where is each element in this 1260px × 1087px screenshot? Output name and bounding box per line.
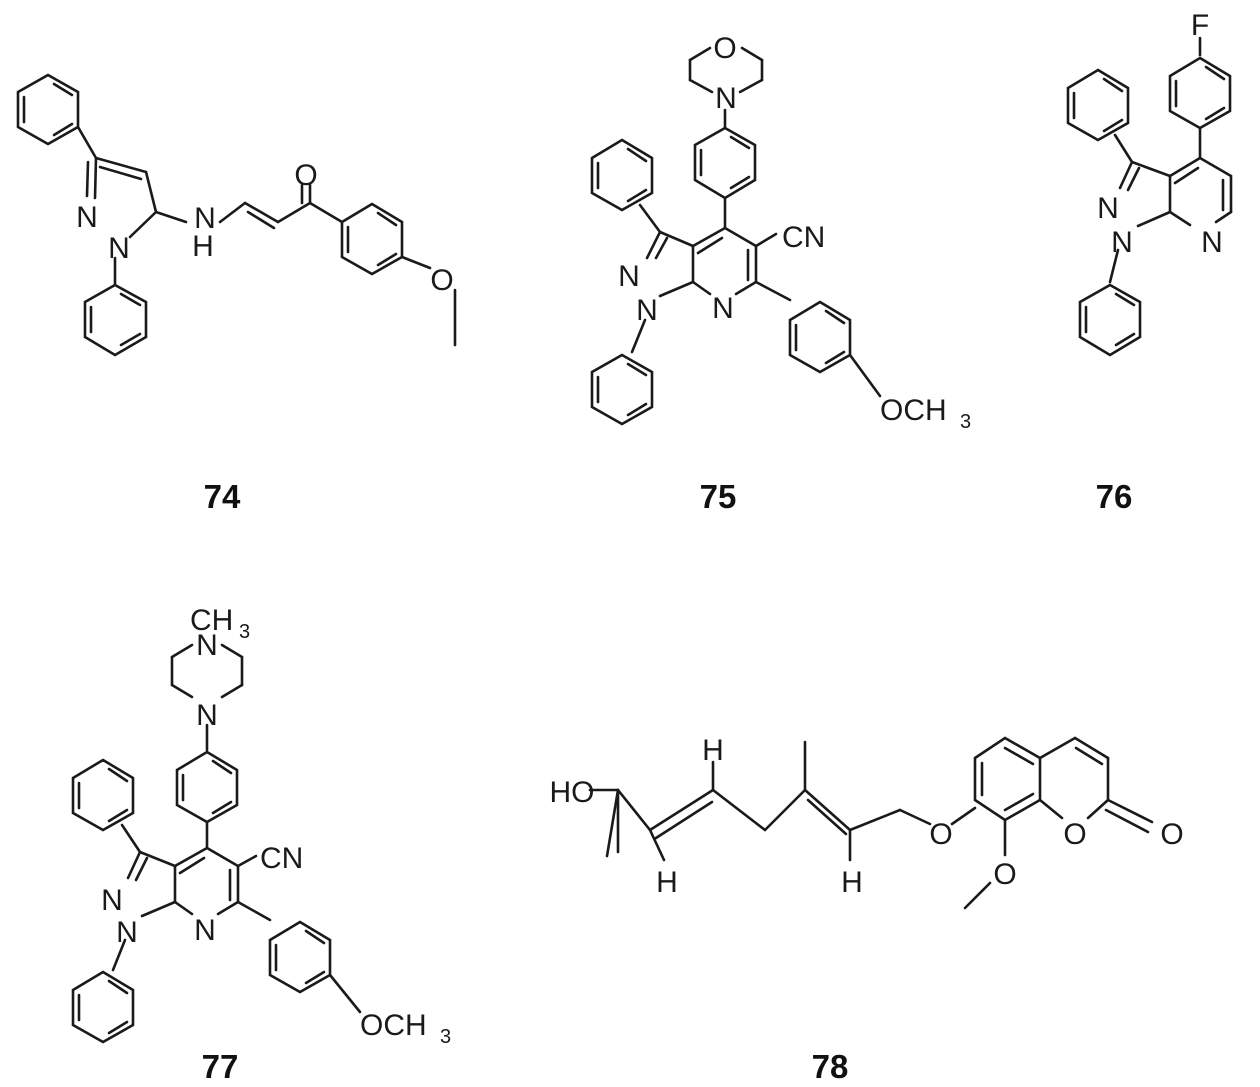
compound-74: N N N H O O 74 [16, 73, 457, 515]
compound-number: 77 [202, 1048, 239, 1085]
compound-76-pyrazole-ring [1118, 160, 1172, 228]
atom-label-n: N [101, 884, 123, 917]
compound-74-methoxyphenyl-ring [340, 202, 404, 276]
atom-label-o: O [430, 264, 453, 297]
compound-77-bottom-phenyl-ring [71, 970, 135, 1044]
compound-75-pyrazole-ring [645, 230, 695, 298]
compound-number: 75 [700, 478, 737, 515]
atom-label-h: H [192, 230, 214, 263]
compound-77-piperazine-ring [170, 643, 244, 699]
compound-74-top-phenyl-ring [16, 73, 80, 146]
compound-78: HO H H H O O O O 78 [550, 734, 1184, 1085]
atom-label-n: N [715, 82, 737, 115]
atom-label-f: F [1191, 9, 1209, 42]
atom-label-ch3: CH [190, 604, 233, 637]
compound-75-morpholinophenyl-ring [693, 126, 757, 200]
atom-label-o: O [713, 32, 736, 65]
compound-77-methoxyphenyl-ring [268, 920, 332, 994]
atom-label-n: N [108, 232, 130, 265]
subscript-3: 3 [440, 1026, 451, 1048]
atom-label-n: N [116, 916, 138, 949]
atom-label-cn: CN [260, 842, 303, 875]
compound-76-pyridine-ring [1168, 156, 1233, 227]
compound-75-top-phenyl-ring [590, 138, 654, 212]
atom-label-o: O [1063, 818, 1086, 851]
compound-75-pyridine-ring [691, 226, 758, 296]
atom-label-n: N [194, 202, 216, 235]
atom-label-och3: OCH [880, 394, 947, 427]
compound-78-benzene-ring [973, 736, 1042, 822]
atom-label-h: H [841, 866, 863, 899]
atom-label-h: H [702, 734, 724, 767]
compound-number: 76 [1096, 478, 1133, 515]
compound-75-bottom-phenyl-ring [590, 353, 654, 426]
atom-label-och3: OCH [360, 1009, 427, 1042]
atom-label-ho: HO [550, 776, 595, 809]
atom-label-n: N [196, 699, 218, 732]
atom-label-n: N [1111, 226, 1133, 259]
atom-label-h: H [656, 866, 678, 899]
atom-label-cn: CN [782, 221, 825, 254]
compound-76-top-phenyl-ring [1066, 68, 1130, 142]
compound-77-pyrazole-ring [126, 850, 177, 918]
atom-label-n: N [712, 292, 734, 325]
atom-label-n: N [196, 629, 218, 662]
compound-77: CH 3 N N CN N N N OCH 3 77 [71, 604, 451, 1085]
compound-75: O N CN N N N OCH 3 75 [590, 32, 971, 515]
subscript-3: 3 [239, 621, 250, 643]
compound-74-bottom-phenyl-ring [83, 283, 148, 357]
compound-77-pyridine-ring [173, 846, 240, 916]
compound-number: 78 [812, 1048, 849, 1085]
atom-label-o: O [929, 818, 952, 851]
atom-label-n: N [1097, 192, 1119, 225]
compound-77-top-phenyl-ring [71, 758, 135, 832]
atom-label-n: N [76, 201, 98, 234]
compound-number: 74 [204, 478, 241, 515]
compound-74-pyrazole-ring [85, 156, 158, 239]
atom-label-o: O [1160, 818, 1183, 851]
subscript-3: 3 [960, 411, 971, 433]
atom-label-o: O [993, 858, 1016, 891]
compound-78-pyranone-ring [1038, 736, 1110, 820]
compound-75-methoxyphenyl-ring [788, 300, 852, 374]
atom-label-n: N [1201, 226, 1223, 259]
compound-76-fluorophenyl-ring [1168, 56, 1232, 130]
compound-76-bottom-phenyl-ring [1078, 283, 1142, 357]
compound-77-piperazinylphenyl-ring [175, 750, 239, 824]
compound-75-morpholine-ring [688, 46, 764, 94]
atom-label-o: O [294, 159, 317, 192]
compound-76: F N N N 76 [1066, 9, 1233, 515]
atom-label-n: N [618, 260, 640, 293]
atom-label-n: N [636, 294, 658, 327]
atom-label-n: N [194, 914, 216, 947]
